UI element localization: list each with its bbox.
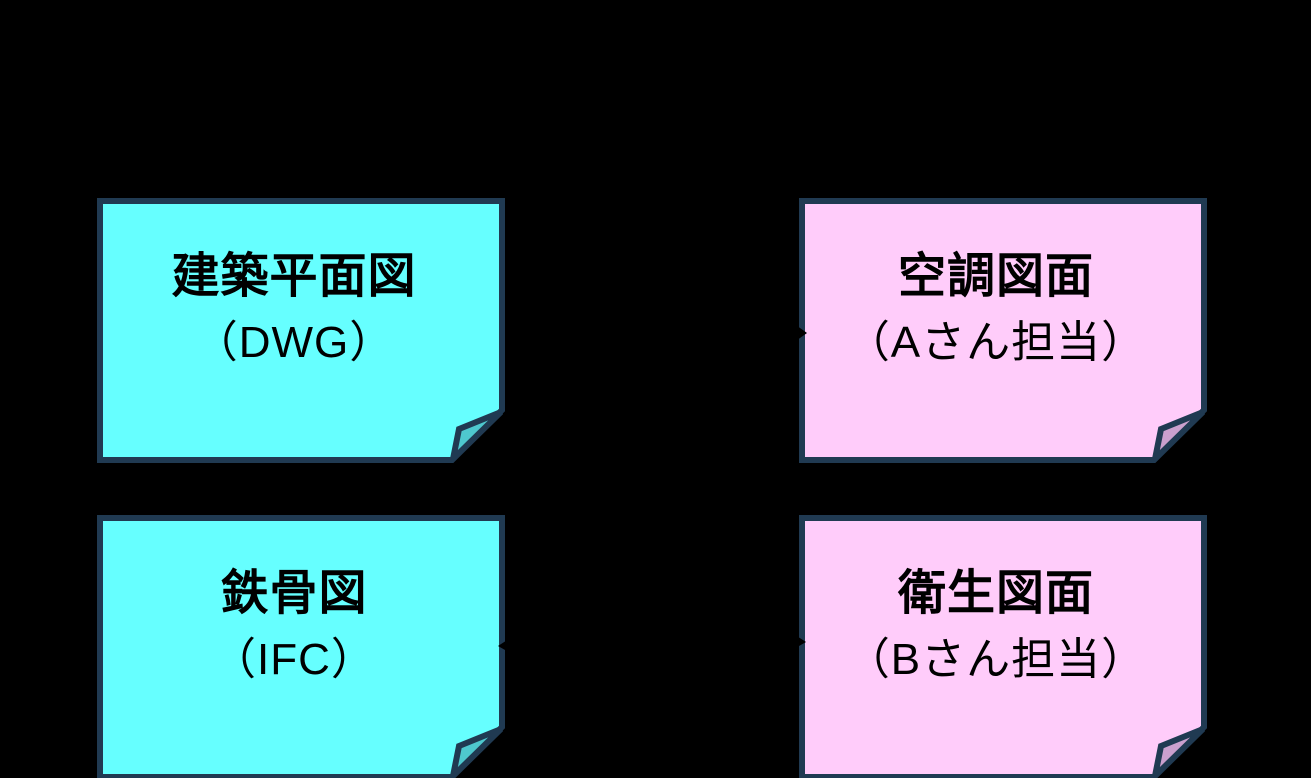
- note-architectural-floor-plan: 建築平面図 （DWG）: [97, 198, 505, 463]
- note-text: 衛生図面 （Bさん担当）: [799, 561, 1193, 693]
- folded-corner-note-shape: [799, 515, 1207, 778]
- folded-corner-note-shape: [97, 515, 505, 778]
- note-text: 建築平面図 （DWG）: [97, 244, 491, 376]
- note-subtitle: （Aさん担当）: [845, 318, 1147, 367]
- folded-corner-note-shape: [97, 198, 505, 463]
- note-title: 空調図面: [897, 250, 1094, 303]
- note-subtitle: （Bさん担当）: [845, 635, 1147, 684]
- note-title: 鉄骨図: [220, 567, 368, 620]
- note-title: 建築平面図: [171, 250, 417, 303]
- note-hvac-drawing: 空調図面 （Aさん担当）: [799, 198, 1207, 463]
- arrow-both-icon: [498, 633, 806, 654]
- note-sanitary-drawing: 衛生図面 （Bさん担当）: [799, 515, 1207, 778]
- folded-corner-note-shape: [799, 198, 1207, 463]
- arrow-right-icon: [506, 323, 807, 343]
- note-text: 空調図面 （Aさん担当）: [799, 244, 1193, 376]
- note-subtitle: （DWG）: [193, 318, 395, 367]
- note-steel-frame-drawing: 鉄骨図 （IFC）: [97, 515, 505, 778]
- note-title: 衛生図面: [897, 567, 1094, 620]
- note-subtitle: （IFC）: [212, 635, 376, 684]
- note-text: 鉄骨図 （IFC）: [97, 561, 491, 693]
